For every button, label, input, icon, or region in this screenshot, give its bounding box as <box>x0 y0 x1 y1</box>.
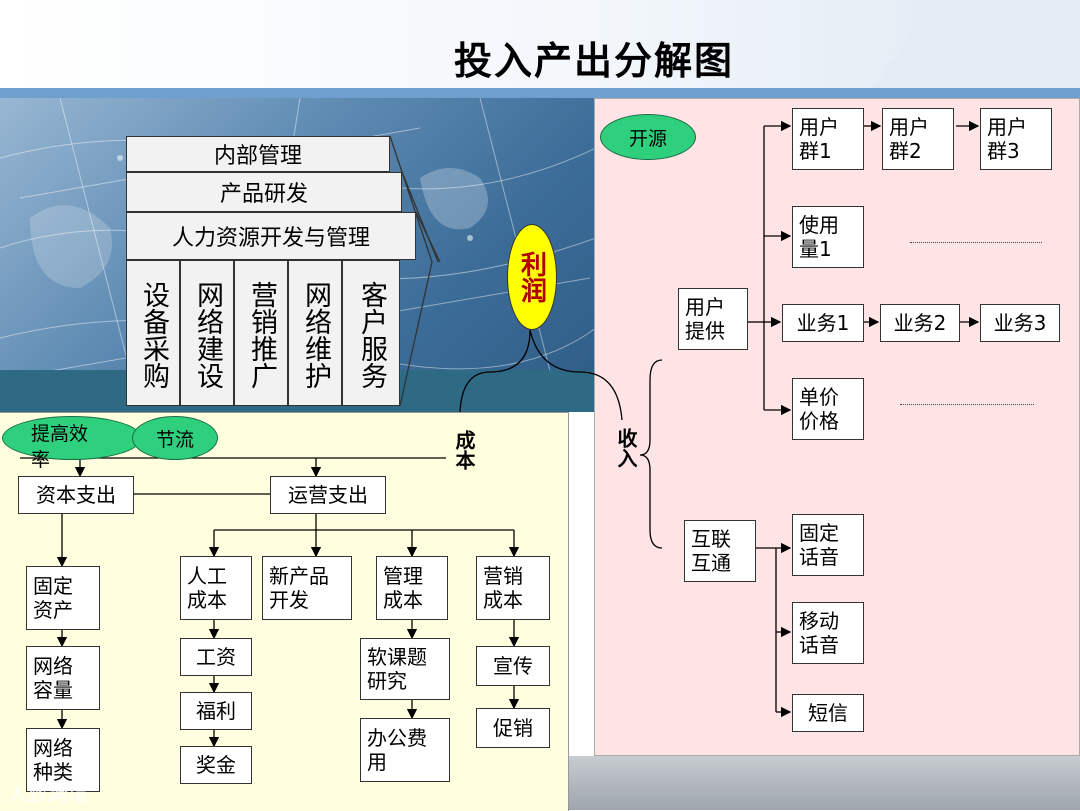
node-mobile-voice: 移动话音 <box>792 602 864 664</box>
bottom-gray-strip <box>566 756 1080 810</box>
revenue-label: 收入 <box>614 428 638 468</box>
oval-kaiyuan: 开源 <box>600 114 696 160</box>
dotted-continuation <box>910 242 1042 243</box>
node-usage-1: 使用量1 <box>792 206 864 268</box>
stack-col-marketing: 营销推广 <box>234 260 288 406</box>
node-salary: 工资 <box>180 638 252 676</box>
stack-row-internal-management: 内部管理 <box>126 136 390 172</box>
cost-label: 成本 <box>452 430 476 470</box>
node-service-3: 业务3 <box>980 304 1060 342</box>
node-soft-research: 软课题研究 <box>360 638 450 700</box>
profit-ellipse: 利润 <box>507 224 557 330</box>
stack-row-product-rd: 产品研发 <box>126 172 402 212</box>
node-sms: 短信 <box>792 694 864 732</box>
stack-col-equipment: 设备采购 <box>126 260 180 406</box>
node-labor-cost: 人工成本 <box>180 556 252 620</box>
node-operating-expenditure: 运营支出 <box>270 476 386 514</box>
node-fixed-voice: 固定话音 <box>792 514 864 576</box>
dotted-continuation <box>900 404 1034 405</box>
node-capital-expenditure: 资本支出 <box>18 476 134 514</box>
node-network-type: 网络种类 <box>26 728 100 792</box>
stack-col-customer-service: 客户服务 <box>342 260 400 406</box>
node-user-provided: 用户提供 <box>678 288 748 350</box>
node-service-2: 业务2 <box>880 304 960 342</box>
node-user-group-1: 用户群1 <box>792 108 864 170</box>
watermark: 人数跨境 <box>8 782 88 806</box>
node-promotion: 促销 <box>476 708 550 748</box>
node-marketing-cost: 营销成本 <box>476 556 550 620</box>
oval-efficiency: 提高效率 <box>2 416 142 471</box>
node-service-1: 业务1 <box>782 304 864 342</box>
node-network-capacity: 网络容量 <box>26 646 100 710</box>
oval-jieliu: 节流 <box>132 416 218 460</box>
stack-col-network-maint: 网络维护 <box>288 260 342 406</box>
stack-col-network-build: 网络建设 <box>180 260 234 406</box>
title-underline-bar <box>0 88 1080 98</box>
node-unit-price: 单价价格 <box>792 378 864 440</box>
node-office-expenses: 办公费用 <box>360 718 450 782</box>
node-new-product-dev: 新产品开发 <box>262 556 352 620</box>
stack-row-hr: 人力资源开发与管理 <box>126 212 416 260</box>
node-bonus: 奖金 <box>180 746 252 784</box>
node-interconnect: 互联互通 <box>684 520 756 582</box>
node-user-group-2: 用户群2 <box>882 108 954 170</box>
node-user-group-3: 用户群3 <box>980 108 1052 170</box>
node-fixed-assets: 固定资产 <box>26 566 100 630</box>
page-title: 投入产出分解图 <box>453 39 734 83</box>
node-management-cost: 管理成本 <box>376 556 448 620</box>
node-publicity: 宣传 <box>476 646 550 686</box>
node-welfare: 福利 <box>180 692 252 730</box>
